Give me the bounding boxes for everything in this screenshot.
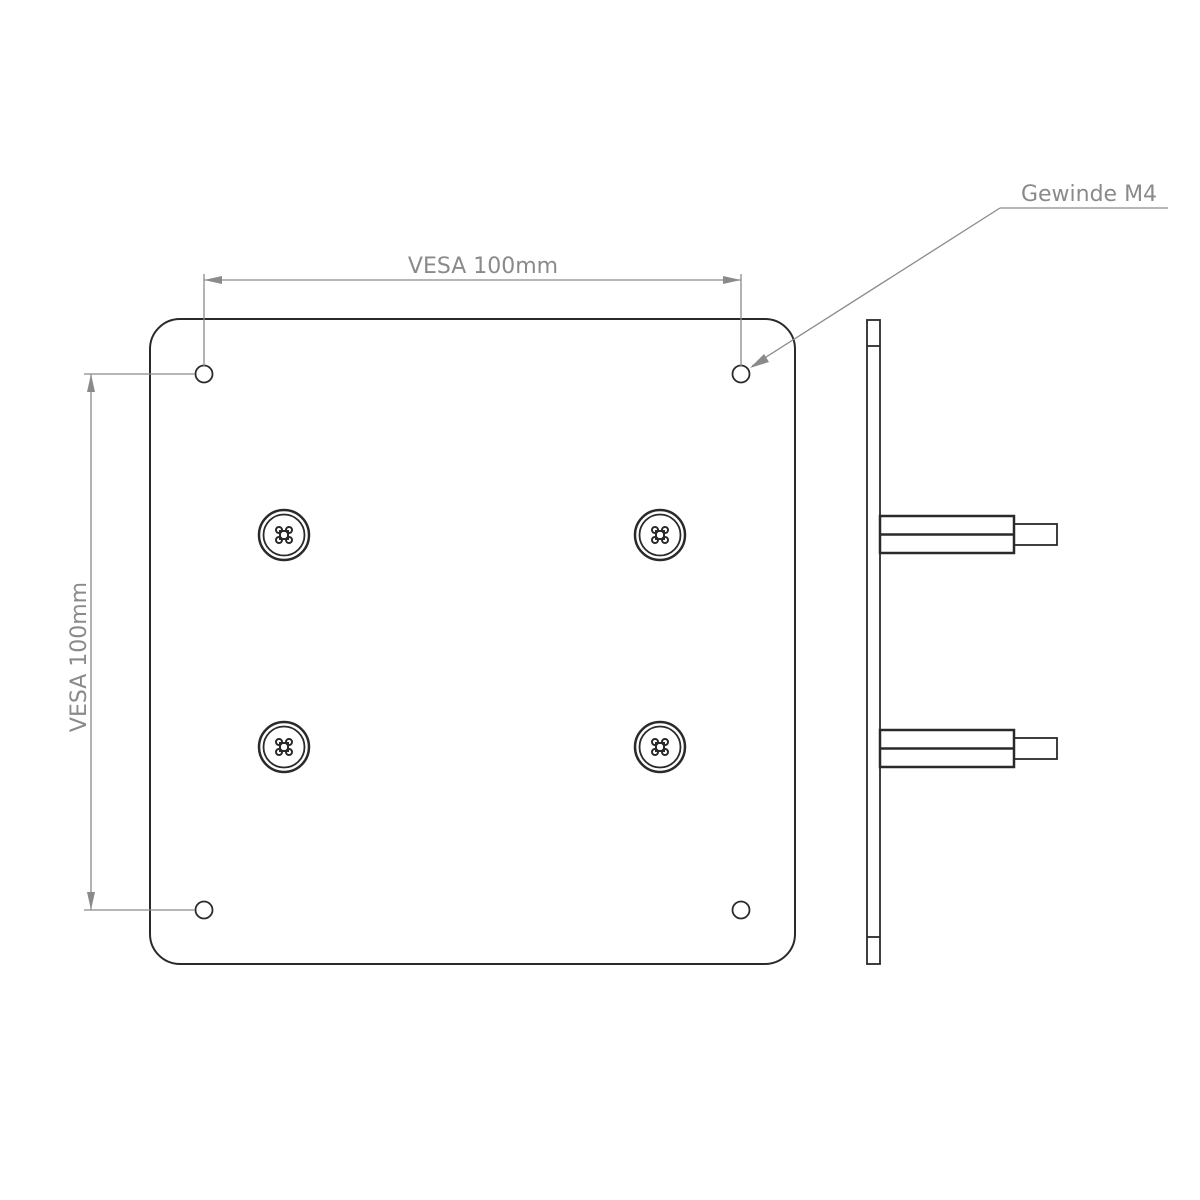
screw-icon: [257, 720, 311, 774]
standoff-top: [878, 514, 1058, 555]
plate-outline: [149, 318, 796, 965]
screw-icon: [257, 508, 311, 562]
mounting-hole-top-right: [731, 364, 751, 384]
thread-callout-label: Gewinde M4: [1021, 182, 1157, 207]
standoff-bottom: [878, 728, 1058, 769]
mounting-hole-top-left: [194, 364, 214, 384]
mounting-hole-bottom-right: [731, 900, 751, 920]
front-view: [149, 318, 796, 965]
horizontal-dimension: [203, 274, 742, 366]
thread-callout: [750, 207, 1168, 368]
screw-icon: [633, 720, 687, 774]
horizontal-dimension-label: VESA 100mm: [408, 254, 558, 279]
vertical-dimension-label: VESA 100mm: [67, 582, 92, 732]
side-view: [866, 319, 1058, 965]
plate-side-profile: [866, 319, 881, 965]
vertical-dimension: [84, 373, 195, 911]
mounting-hole-bottom-left: [194, 900, 214, 920]
screw-icon: [633, 508, 687, 562]
